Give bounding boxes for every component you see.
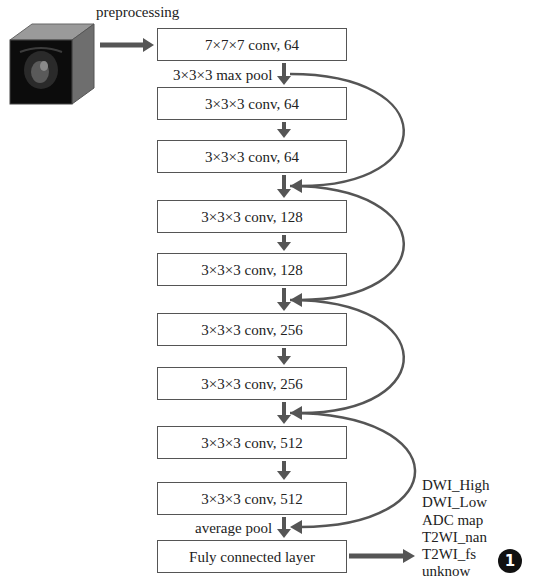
arrow-shaft xyxy=(282,402,286,416)
arrowhead xyxy=(277,76,291,85)
arrowhead xyxy=(277,356,291,365)
box-text-group: 3×3×3 conv, 256 xyxy=(201,321,302,339)
input-arrow xyxy=(100,38,154,52)
box-label: 3×3×3 conv, 128 xyxy=(201,261,302,279)
box-label: 3×3×3 conv, 512 xyxy=(201,490,302,508)
layer-box: 3×3×3 conv, 256 xyxy=(157,367,347,400)
class-label: ADC map xyxy=(422,512,483,529)
box-label: Fuly connected layer xyxy=(189,548,315,566)
edge-label: average pool xyxy=(195,520,272,537)
edge-label: 3×3×3 max pool xyxy=(173,67,272,84)
output-arrow xyxy=(349,549,415,563)
arrow-shaft xyxy=(282,461,286,472)
flow-arrow xyxy=(277,122,291,138)
layer-box: 3×3×3 conv, 128 xyxy=(157,253,347,286)
class-label: unknow xyxy=(422,563,470,580)
box-text-group: 7×7×7 conv, 64 xyxy=(205,36,299,54)
stage-label: preprocessing xyxy=(96,4,179,21)
layer-box: Fuly connected layer xyxy=(157,540,347,573)
arrow-shaft xyxy=(282,235,286,243)
box-text-group: 3×3×3 conv, 256 xyxy=(201,375,302,393)
box-text-group: 3×3×3 conv, 512 xyxy=(201,434,302,452)
box-text-group: 3×3×3 conv, 64 xyxy=(205,148,299,166)
box-label: 7×7×7 conv, 64 xyxy=(205,36,299,54)
layer-box: 3×3×3 conv, 256 xyxy=(157,313,347,346)
layer-box: 3×3×3 conv, 64 xyxy=(157,87,347,120)
arrow-shaft xyxy=(282,175,286,190)
flow-arrow xyxy=(277,517,291,538)
layer-box: 3×3×3 conv, 128 xyxy=(157,200,347,233)
flow-arrow xyxy=(277,402,291,424)
class-label: T2WI_nan xyxy=(422,529,487,546)
flow-arrow xyxy=(277,235,291,251)
arrow-shaft xyxy=(282,63,286,77)
arrowhead xyxy=(277,529,291,538)
box-text-group: 3×3×3 conv, 128 xyxy=(201,208,302,226)
arrowhead xyxy=(277,129,291,138)
box-label: 3×3×3 conv, 64 xyxy=(205,95,299,113)
box-label: 3×3×3 conv, 256 xyxy=(201,375,302,393)
box-label: 3×3×3 conv, 128 xyxy=(201,208,302,226)
class-label: DWI_Low xyxy=(422,494,487,511)
layer-box: 7×7×7 conv, 64 xyxy=(157,28,347,61)
flow-arrow xyxy=(277,175,291,198)
box-text-group: 3×3×3 conv, 512 xyxy=(201,490,302,508)
box-label: 3×3×3 conv, 256 xyxy=(201,321,302,339)
box-text-group: Fuly connected layer xyxy=(189,548,315,566)
layer-box: 3×3×3 conv, 512 xyxy=(157,426,347,459)
input-volume xyxy=(10,24,94,104)
box-text-group: 3×3×3 conv, 64 xyxy=(205,95,299,113)
layer-box: 3×3×3 conv, 64 xyxy=(157,140,347,173)
arrow-shaft xyxy=(282,517,286,530)
flow-arrow xyxy=(277,288,291,311)
flow-arrow xyxy=(277,348,291,365)
layer-box: 3×3×3 conv, 512 xyxy=(157,482,347,515)
arrowhead xyxy=(277,302,291,311)
arrow-shaft xyxy=(282,288,286,303)
arrowhead xyxy=(277,242,291,251)
box-label: 3×3×3 conv, 512 xyxy=(201,434,302,452)
flow-arrow xyxy=(277,461,291,480)
class-label: DWI_High xyxy=(422,477,490,494)
arrowhead xyxy=(277,189,291,198)
arrow-shaft xyxy=(282,348,286,357)
box-label: 3×3×3 conv, 64 xyxy=(205,148,299,166)
arrow-shaft xyxy=(282,122,286,130)
callout-number: 1 xyxy=(498,549,522,573)
arrowhead xyxy=(277,415,291,424)
box-text-group: 3×3×3 conv, 128 xyxy=(201,261,302,279)
flow-arrow xyxy=(277,63,291,85)
arrowhead xyxy=(277,471,291,480)
class-label: T2WI_fs xyxy=(422,546,476,563)
